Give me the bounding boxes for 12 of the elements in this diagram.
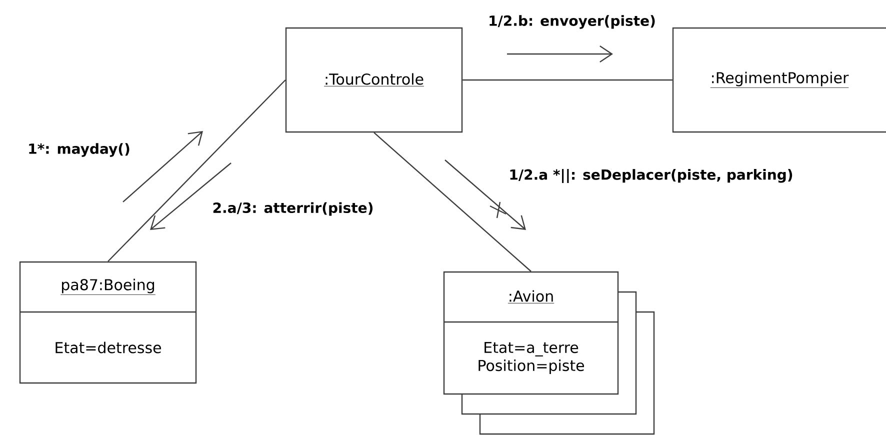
object-box: :TourControle — [285, 27, 463, 133]
link-line — [108, 80, 286, 262]
link-line — [462, 79, 672, 81]
message-label: 2.a/3: atterrir(piste) — [213, 202, 373, 216]
object-box: pa87:Boeing Etat=detresse — [19, 261, 197, 384]
message-label: 1/2.a *||: seDeplacer(piste, parking) — [510, 169, 792, 183]
node-label: :Avion — [510, 290, 553, 302]
message-label: 1/2.b: envoyer(piste) — [490, 15, 655, 29]
link-line — [374, 132, 532, 272]
object-box: :Avion Etat=a_terre Position=piste — [443, 271, 655, 435]
message-label: 1*: mayday() — [29, 143, 130, 157]
object-box: :RegimentPompier — [672, 27, 886, 133]
